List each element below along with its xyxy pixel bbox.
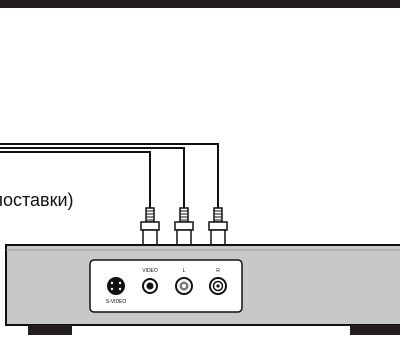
audio-left-jack-icon <box>175 277 193 295</box>
top-bar <box>0 0 400 8</box>
right-audio-cable <box>0 143 219 208</box>
s-video-jack-icon <box>107 277 125 295</box>
jack-panel <box>89 259 243 313</box>
svideo-jack-label: S-VIDEO <box>106 299 127 305</box>
video-jack-label: VIDEO <box>142 268 158 274</box>
left-audio-cable <box>0 147 185 208</box>
video-jack-icon <box>142 278 158 294</box>
left-jack-label: L <box>183 268 186 274</box>
video-cable <box>0 151 151 208</box>
device-foot-left <box>28 325 72 335</box>
caption-text: т поставки) <box>0 190 74 210</box>
right-jack-label: R <box>216 268 220 274</box>
cable-bundle <box>0 143 219 208</box>
device-foot-right <box>350 325 400 335</box>
audio-right-jack-icon <box>209 277 227 295</box>
